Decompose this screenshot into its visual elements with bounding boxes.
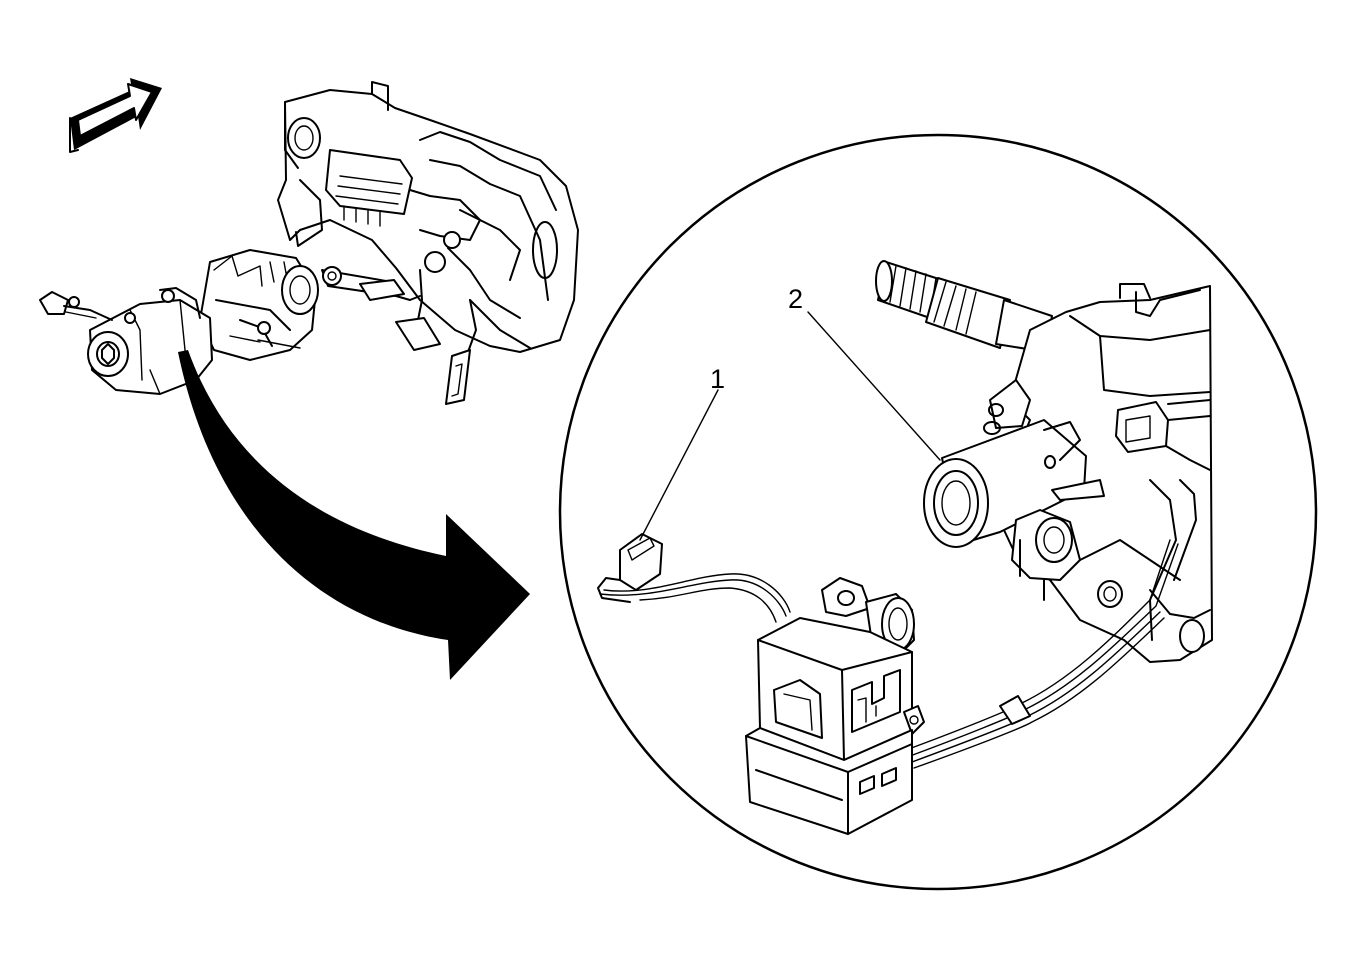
overview-ignition-housing — [87, 287, 213, 395]
callout-2: 2 — [788, 284, 941, 461]
ignition-switch-detail — [745, 577, 925, 835]
forward-direction-arrow-icon — [69, 78, 162, 153]
callout-2-label: 2 — [788, 284, 803, 314]
pedal-bracket-assembly — [277, 81, 579, 405]
overview-pigtail-connector — [39, 291, 113, 321]
overview-steering-column — [199, 249, 319, 361]
wiring-harness-detail — [597, 533, 1179, 769]
steering-column-detail — [875, 260, 1213, 663]
callout-1-label: 1 — [710, 364, 725, 394]
detail-view-circle — [558, 133, 1318, 891]
detail-pointer-arrow-icon — [178, 350, 530, 680]
overview-steering-shaft — [321, 266, 421, 301]
callout-1: 1 — [639, 364, 725, 541]
